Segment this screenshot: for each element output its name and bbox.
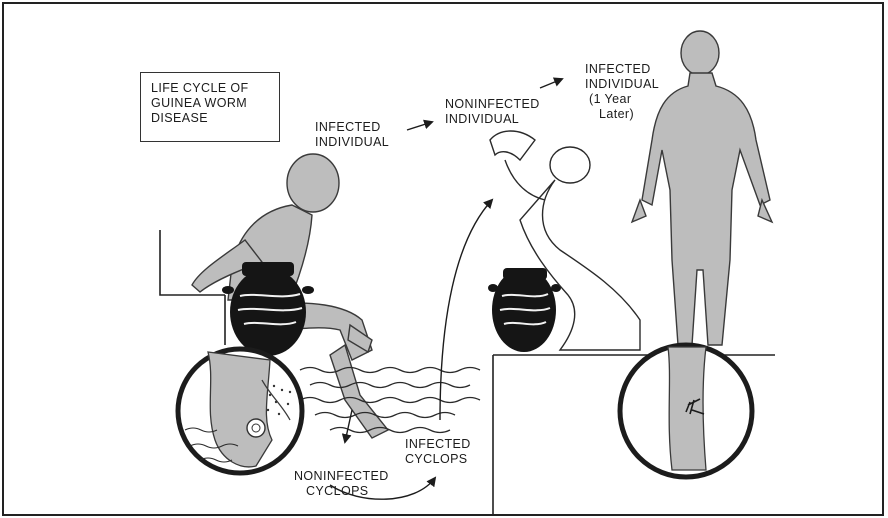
title-line-3: DISEASE [151, 111, 269, 126]
label-noninfected-cyclops: NONINFECTED CYCLOPS [294, 469, 389, 499]
label-infected-individual: INFECTED INDIVIDUAL [315, 120, 389, 150]
water-pot-right [488, 268, 561, 352]
magnified-leg-right [620, 345, 752, 477]
arrow-foot-to-noninfected-cyclops [345, 410, 352, 442]
arrow-infected-to-noninfected [407, 122, 432, 130]
label-noninfected-individual: NONINFECTED INDIVIDUAL [445, 97, 540, 127]
magnified-leg-left [178, 349, 302, 473]
water-waves [300, 368, 480, 433]
label-infected-individual-later: INFECTED INDIVIDUAL (1 Year Later) [585, 62, 659, 122]
title-line-1: LIFE CYCLE OF [151, 81, 269, 96]
title-line-2: GUINEA WORM [151, 96, 269, 111]
ledge-left [160, 230, 225, 345]
label-infected-cyclops: INFECTED CYCLOPS [405, 437, 471, 467]
title-box: LIFE CYCLE OF GUINEA WORM DISEASE [140, 72, 280, 142]
arrow-noninfected-to-later [540, 79, 562, 88]
